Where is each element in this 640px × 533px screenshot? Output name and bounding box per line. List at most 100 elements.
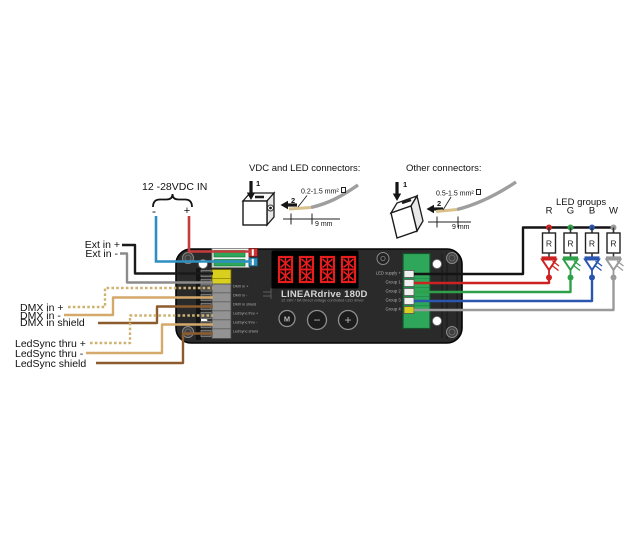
data-terminal-block (211, 283, 232, 339)
terminal-entry-strip (196, 268, 201, 340)
junction-dot (610, 274, 617, 281)
wire-group2 (414, 276, 572, 294)
strip-length-dimension (283, 213, 340, 225)
junction-dot (567, 274, 574, 281)
wire-ledsync-thru-plus (90, 314, 213, 345)
led-groups-title: LED groups (556, 197, 607, 208)
output-label-group1: Group 1 (385, 280, 401, 286)
device-name: LINEARdrive 180D (281, 289, 368, 300)
svg-text:R: R (546, 239, 552, 249)
label-ledsync-thru-minus: LedSync thru - (15, 348, 84, 360)
channel-letter-w: W (609, 205, 618, 217)
device-body (175, 248, 463, 344)
port-label-dmx-shield: DMX in shield (233, 303, 256, 307)
solid-wire-icon (340, 187, 347, 193)
plus-button[interactable] (337, 309, 359, 331)
label-pointer-line (297, 195, 308, 208)
junction-dot (546, 274, 552, 281)
arrow-step1-icon (246, 181, 256, 200)
arrow-step2-icon (426, 204, 443, 214)
wire-stripped-end (288, 206, 312, 211)
label-dmx-in-shield: DMX in shield (20, 317, 85, 329)
led-symbol (583, 258, 601, 272)
junction-dot (589, 274, 595, 281)
label-ext-in-minus: Ext in - (85, 248, 118, 260)
wire-ledsync-shield (96, 332, 213, 365)
output-clamp (403, 270, 415, 278)
output-label-group3: Group 3 (385, 298, 401, 304)
wire-ext-in-minus (120, 252, 213, 284)
wire-insulated (456, 180, 517, 212)
strip-length-dimension (428, 216, 471, 228)
vdc-wire-size: 0.2-1.5 mm² (301, 187, 347, 196)
svg-text:R: R (610, 239, 616, 249)
solid-wire-icon (475, 189, 482, 195)
output-clamp (403, 297, 415, 305)
wire-dmx-in-minus (64, 296, 213, 317)
wire-group4 (414, 276, 615, 312)
svg-text:R: R (567, 239, 573, 249)
channel-letter-r: R (545, 205, 553, 217)
led-symbol (604, 258, 623, 272)
led-channel-g: R (561, 224, 581, 281)
port-label-ledsync-shield: LedSync shield (233, 330, 259, 334)
other-connector-illustration (389, 180, 517, 239)
port-label-dmx-minus: DMX in - (233, 294, 248, 298)
channel-letter-b: B (588, 205, 596, 217)
led-channel-b: R (583, 224, 603, 281)
minus-button[interactable] (306, 309, 328, 331)
output-label-group4: Group 4 (385, 307, 401, 313)
vdc-connectors-title: VDC and LED connectors: (249, 163, 361, 174)
wire-ext-in-plus (122, 243, 213, 275)
power-input-label: 12 -28VDC IN (142, 181, 208, 193)
device-ridges (441, 253, 458, 339)
output-clamp (403, 288, 415, 296)
minus-button-label[interactable]: − (313, 312, 321, 327)
svg-text:R: R (589, 239, 595, 249)
output-wires (414, 226, 615, 312)
menu-button-label[interactable]: M (283, 314, 291, 323)
output-label-led-supply: LED supply + (375, 271, 401, 277)
vdc-step1: 1 (256, 179, 261, 188)
connector-top-slot (401, 198, 412, 205)
port-label-ledsync-plus: LedSync thru + (233, 312, 259, 316)
mounting-hole (432, 316, 442, 326)
led-symbol (540, 258, 558, 272)
seven-segment-display (271, 250, 359, 289)
label-dmx-in-minus: DMX in - (20, 309, 61, 322)
wire-group3 (414, 276, 594, 303)
other-step1: 1 (403, 180, 408, 189)
status-indicator (376, 252, 390, 265)
led-channel-w: R (604, 224, 624, 281)
output-label-group2: Group 2 (385, 289, 401, 295)
wire-ledsync-thru-minus (86, 323, 213, 355)
vdc-connector-illustration (241, 181, 359, 227)
led-driver-device (175, 248, 463, 344)
mounting-hole (432, 259, 442, 269)
label-ext-in-plus: Ext in + (84, 239, 120, 251)
terminal-clamps (200, 269, 212, 338)
wire-vdc-minus (154, 216, 250, 263)
label-dmx-in-plus: DMX in + (20, 301, 64, 314)
plus-button-label[interactable]: + (344, 312, 352, 327)
arrow-step2-icon (280, 200, 297, 210)
wire-insulated (310, 183, 359, 210)
vdc-step2: 2 (291, 196, 296, 205)
led-symbol (561, 258, 580, 272)
arrow-step1-icon (392, 182, 402, 201)
menu-button[interactable] (278, 309, 296, 328)
wire-vdc-plus (187, 216, 250, 253)
wire-stripped-end (435, 208, 458, 213)
port-label-ledsync-minus: LedSync thru - (233, 321, 258, 325)
vdc-strip-length: 9 mm (315, 221, 333, 228)
output-clamp (403, 306, 415, 314)
power-plus-sign: + (183, 205, 191, 217)
other-step2: 2 (437, 199, 442, 208)
led-channel-r: R (540, 224, 560, 281)
label-pointer-line (442, 196, 452, 211)
device-subtitle: 12-28V / 6A Direct voltage controlled LE… (281, 299, 364, 303)
input-wires (64, 243, 213, 365)
dmx-termination-marks (263, 288, 272, 299)
power-minus-sign: - (152, 204, 156, 218)
